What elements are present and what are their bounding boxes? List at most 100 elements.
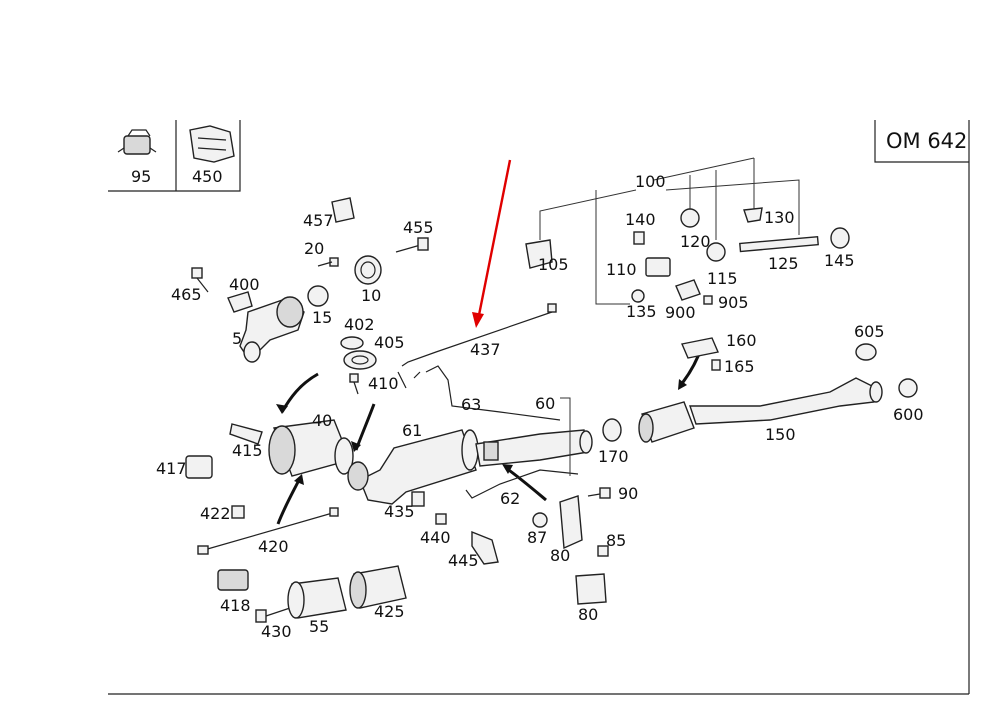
label-457: 457 <box>303 211 334 230</box>
part-420-sensor-cable <box>197 507 339 555</box>
label-440: 440 <box>420 528 451 547</box>
part-80-hanger-lower <box>575 573 607 605</box>
label-10: 10 <box>361 286 381 305</box>
label-80-upper: 80 <box>550 546 570 565</box>
label-425: 425 <box>374 602 405 621</box>
legend-450: 450 <box>192 167 223 186</box>
legend-95: 95 <box>131 167 151 186</box>
label-165: 165 <box>724 357 755 376</box>
part-605-clamp <box>855 343 877 361</box>
part-440-bolt <box>435 513 447 525</box>
label-40: 40 <box>312 411 332 430</box>
legend-boxes: 95 450 <box>108 120 241 192</box>
label-135: 135 <box>626 302 657 321</box>
label-605: 605 <box>854 322 885 341</box>
part-60-leader <box>560 397 571 476</box>
part-125-rod <box>739 235 819 253</box>
label-87: 87 <box>527 528 547 547</box>
part-61-particulate-filter <box>347 429 593 505</box>
part-105-bracket <box>525 239 553 269</box>
part-120-clamp <box>680 208 700 228</box>
part-115-clamp <box>706 242 726 262</box>
label-437: 437 <box>470 340 501 359</box>
label-600: 600 <box>893 405 924 424</box>
part-20-bolt <box>317 257 339 267</box>
highlight-arrow <box>472 159 512 328</box>
part-40-catalytic-converter <box>268 419 354 477</box>
part-62-pipe <box>465 469 579 499</box>
label-402: 402 <box>344 315 375 334</box>
label-422: 422 <box>200 504 231 523</box>
part-5-exhaust-elbow <box>239 296 305 363</box>
part-170-clamp <box>602 418 622 442</box>
label-418: 418 <box>220 596 251 615</box>
label-80-lower: 80 <box>578 605 598 624</box>
label-445: 445 <box>448 551 479 570</box>
part-145-clamp <box>830 227 850 249</box>
part-150-rear-silencer <box>638 377 883 443</box>
part-900-damper <box>675 279 701 301</box>
label-105: 105 <box>538 255 569 274</box>
label-85: 85 <box>606 531 626 550</box>
part-110-holder <box>645 257 671 277</box>
label-5: 5 <box>232 329 242 348</box>
arrow-to-420 <box>276 477 302 525</box>
label-100: 100 <box>635 172 666 191</box>
heat-shield-icon <box>189 125 235 163</box>
label-140: 140 <box>625 210 656 229</box>
label-115: 115 <box>707 269 738 288</box>
label-130: 130 <box>764 208 795 227</box>
label-15: 15 <box>312 308 332 327</box>
label-160: 160 <box>726 331 757 350</box>
part-80-hanger-upper <box>559 495 583 550</box>
part-435-gasket <box>411 491 425 507</box>
part-100-leader-tree <box>539 157 800 305</box>
part-410-bolts <box>349 373 359 395</box>
part-63-pipe <box>425 365 561 421</box>
label-90: 90 <box>618 484 638 503</box>
part-418-clip <box>217 569 249 591</box>
label-900: 900 <box>665 303 696 322</box>
part-140-bolt <box>633 231 645 245</box>
engine-code: OM 642 <box>886 129 967 153</box>
label-420: 420 <box>258 537 289 556</box>
part-160-mount <box>681 337 719 359</box>
part-457-gasket <box>331 197 355 223</box>
label-417: 417 <box>156 459 187 478</box>
part-600-clamp <box>898 378 918 398</box>
label-55: 55 <box>309 617 329 636</box>
label-125: 125 <box>768 254 799 273</box>
arrow-to-61 <box>354 403 376 451</box>
part-15-clamp <box>307 285 329 307</box>
part-905-pin <box>703 295 713 305</box>
part-465-bolt <box>191 267 209 293</box>
label-62: 62 <box>500 489 520 508</box>
part-135-nut <box>631 289 645 303</box>
part-400-bracket <box>227 291 253 313</box>
engine-code-box: OM 642 <box>874 120 969 163</box>
part-165-bolt <box>711 359 721 371</box>
label-405: 405 <box>374 333 405 352</box>
label-170: 170 <box>598 447 629 466</box>
part-402-gasket <box>340 336 364 350</box>
clip-icon <box>117 129 157 155</box>
part-415-sensor <box>229 423 263 445</box>
part-430-bolt <box>255 607 291 623</box>
label-415: 415 <box>232 441 263 460</box>
part-437-sensor-line <box>397 303 557 389</box>
part-455-stud <box>395 237 429 253</box>
label-61: 61 <box>402 421 422 440</box>
label-60: 60 <box>535 394 555 413</box>
label-430: 430 <box>261 622 292 641</box>
label-410: 410 <box>368 374 399 393</box>
label-150: 150 <box>765 425 796 444</box>
label-435: 435 <box>384 502 415 521</box>
part-85-bolt <box>597 545 609 557</box>
part-130-clip <box>743 207 763 223</box>
label-120: 120 <box>680 232 711 251</box>
part-90-bolt <box>587 487 611 499</box>
part-10-clamp <box>354 255 382 285</box>
label-63: 63 <box>461 395 481 414</box>
part-87-nut <box>532 512 548 528</box>
